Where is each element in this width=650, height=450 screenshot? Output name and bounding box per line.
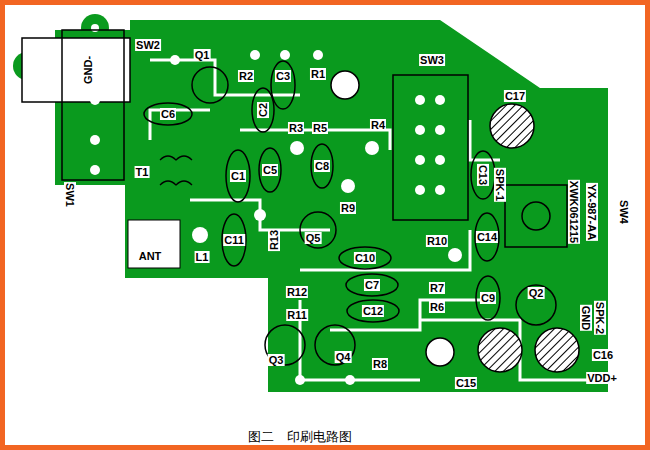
- frame: [3, 3, 648, 448]
- traces: [150, 60, 590, 380]
- part-label: C13: [477, 164, 489, 186]
- part-label: R3: [288, 122, 304, 134]
- part-label: GND: [580, 305, 592, 331]
- part-label: ANT: [138, 250, 163, 262]
- part-label: VDD+: [586, 372, 618, 384]
- part-label: R2: [238, 70, 254, 82]
- part-label: C10: [354, 252, 376, 264]
- part-label: SPK-1: [494, 168, 506, 202]
- part-label: C9: [480, 292, 496, 304]
- part-label: R8: [372, 358, 388, 370]
- part-label: R12: [286, 286, 308, 298]
- part-label: R4: [370, 119, 386, 131]
- part-label: C6: [160, 108, 176, 120]
- part-label: Q3: [268, 354, 285, 366]
- part-label: C7: [364, 279, 380, 291]
- part-label: C17: [504, 90, 526, 102]
- part-label: Q2: [528, 287, 545, 299]
- board: [55, 20, 608, 392]
- transformer-coil: [160, 156, 192, 185]
- silkscreen: [144, 61, 579, 372]
- part-label: Q5: [305, 232, 322, 244]
- part-label: C11: [223, 234, 245, 246]
- part-label: R10: [426, 235, 448, 247]
- part-label: Q1: [194, 49, 211, 61]
- part-label: SW2: [135, 39, 161, 51]
- connector: [13, 14, 180, 268]
- part-label: R5: [312, 122, 328, 134]
- part-label: C5: [262, 164, 278, 176]
- part-label: SW4: [618, 199, 630, 225]
- figure-caption: 图二 印刷电路图: [248, 428, 352, 446]
- pads: [90, 50, 462, 385]
- part-label: GND-: [82, 55, 94, 85]
- part-label: C12: [362, 305, 384, 317]
- part-label: R1: [310, 68, 326, 80]
- part-label: C15: [455, 377, 477, 389]
- part-label: YX-987-AA: [586, 183, 598, 241]
- part-label: C3: [275, 70, 291, 82]
- part-label: T1: [135, 166, 150, 178]
- part-label: L1: [195, 251, 210, 263]
- part-label: C8: [314, 160, 330, 172]
- part-label: R9: [340, 202, 356, 214]
- part-label: C16: [592, 349, 614, 361]
- part-label: SPK-2: [594, 301, 606, 335]
- part-label: R7: [429, 282, 445, 294]
- part-label: C1: [230, 170, 246, 182]
- part-label: SW3: [419, 54, 445, 66]
- part-label: R6: [429, 301, 445, 313]
- part-label: C14: [476, 231, 498, 243]
- part-label: SW1: [64, 182, 76, 208]
- part-label: XWK061215: [568, 180, 580, 244]
- part-label: R11: [286, 309, 308, 321]
- part-label: C2: [257, 102, 269, 118]
- part-label: Q4: [335, 351, 352, 363]
- part-label: R13: [268, 229, 280, 251]
